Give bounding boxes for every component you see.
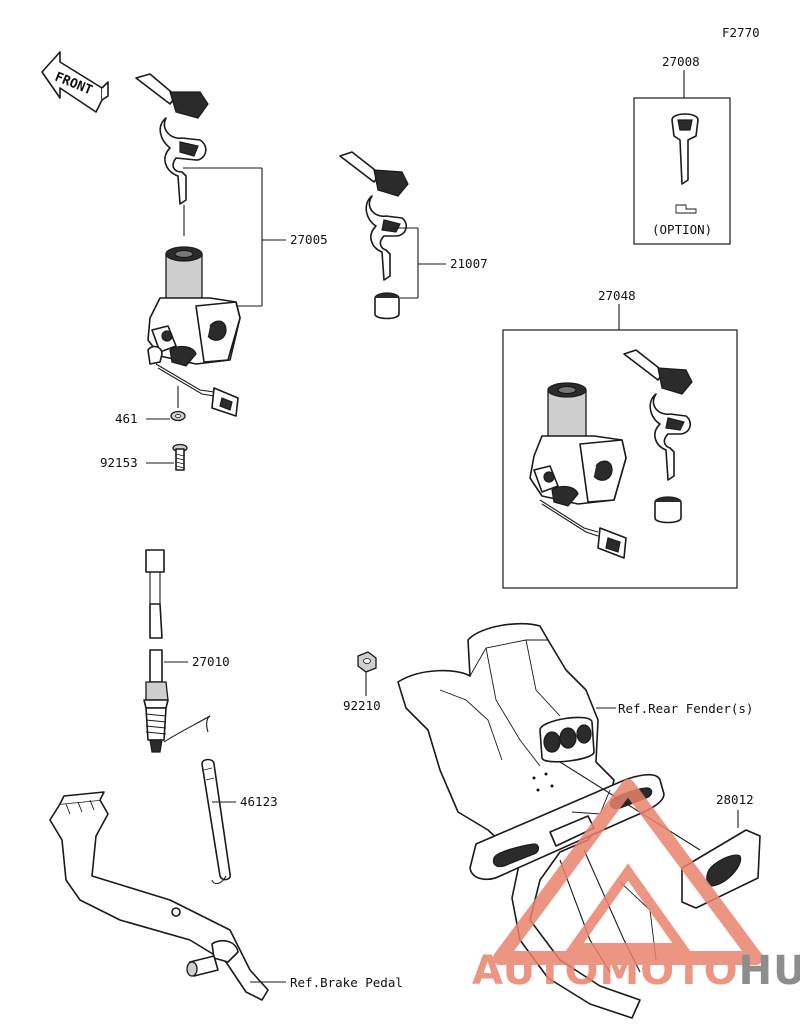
watermark-triangle-icon (493, 779, 763, 965)
ref-rear-fender: Ref.Rear Fender(s) (618, 701, 753, 716)
brake-switch-27010[interactable] (143, 549, 169, 753)
watermark-text-primary: AUTOMOTO (472, 948, 739, 994)
label-27010: 27010 (192, 654, 230, 669)
svg-text:AUTOMOTOHUB: AUTOMOTOHUB (472, 948, 800, 994)
ignition-key-27005[interactable] (135, 73, 209, 205)
lock-insert-21007[interactable] (374, 292, 400, 320)
option-label: (OPTION) (652, 222, 712, 237)
watermark-inner-triangle-icon (564, 863, 692, 953)
label-92210: 92210 (343, 698, 381, 713)
spring-46123[interactable] (163, 715, 232, 885)
ignition-switch-body-27005[interactable] (147, 246, 241, 417)
set-box-27048 (502, 329, 738, 589)
key-set-27048[interactable] (623, 349, 693, 481)
blank-key-27008[interactable] (671, 113, 699, 214)
watermark-text-secondary: HUB (739, 948, 800, 994)
diagram-code: F2770 (722, 25, 760, 40)
label-46123: 46123 (240, 794, 278, 809)
label-27008: 27008 (662, 54, 700, 69)
brake-pedal[interactable] (49, 791, 269, 1001)
key-21007[interactable] (339, 151, 409, 281)
label-461: 461 (115, 411, 138, 426)
watermark: AUTOMOTOHUB (472, 779, 800, 994)
ignition-switch-set-27048[interactable] (529, 382, 627, 559)
option-box (633, 97, 731, 245)
lock-insert-set-27048[interactable] (654, 496, 682, 524)
label-27048: 27048 (598, 288, 636, 303)
ref-brake-pedal: Ref.Brake Pedal (290, 975, 403, 990)
label-21007: 21007 (450, 256, 488, 271)
leader-28012-a (559, 761, 701, 851)
washer-461[interactable] (170, 410, 186, 422)
front-arrow-icon: FRONT (41, 51, 109, 113)
nut-92210[interactable] (357, 651, 377, 673)
label-28012: 28012 (716, 792, 754, 807)
bolt-92153[interactable] (172, 443, 188, 471)
label-92153: 92153 (100, 455, 138, 470)
label-27005: 27005 (290, 232, 328, 247)
